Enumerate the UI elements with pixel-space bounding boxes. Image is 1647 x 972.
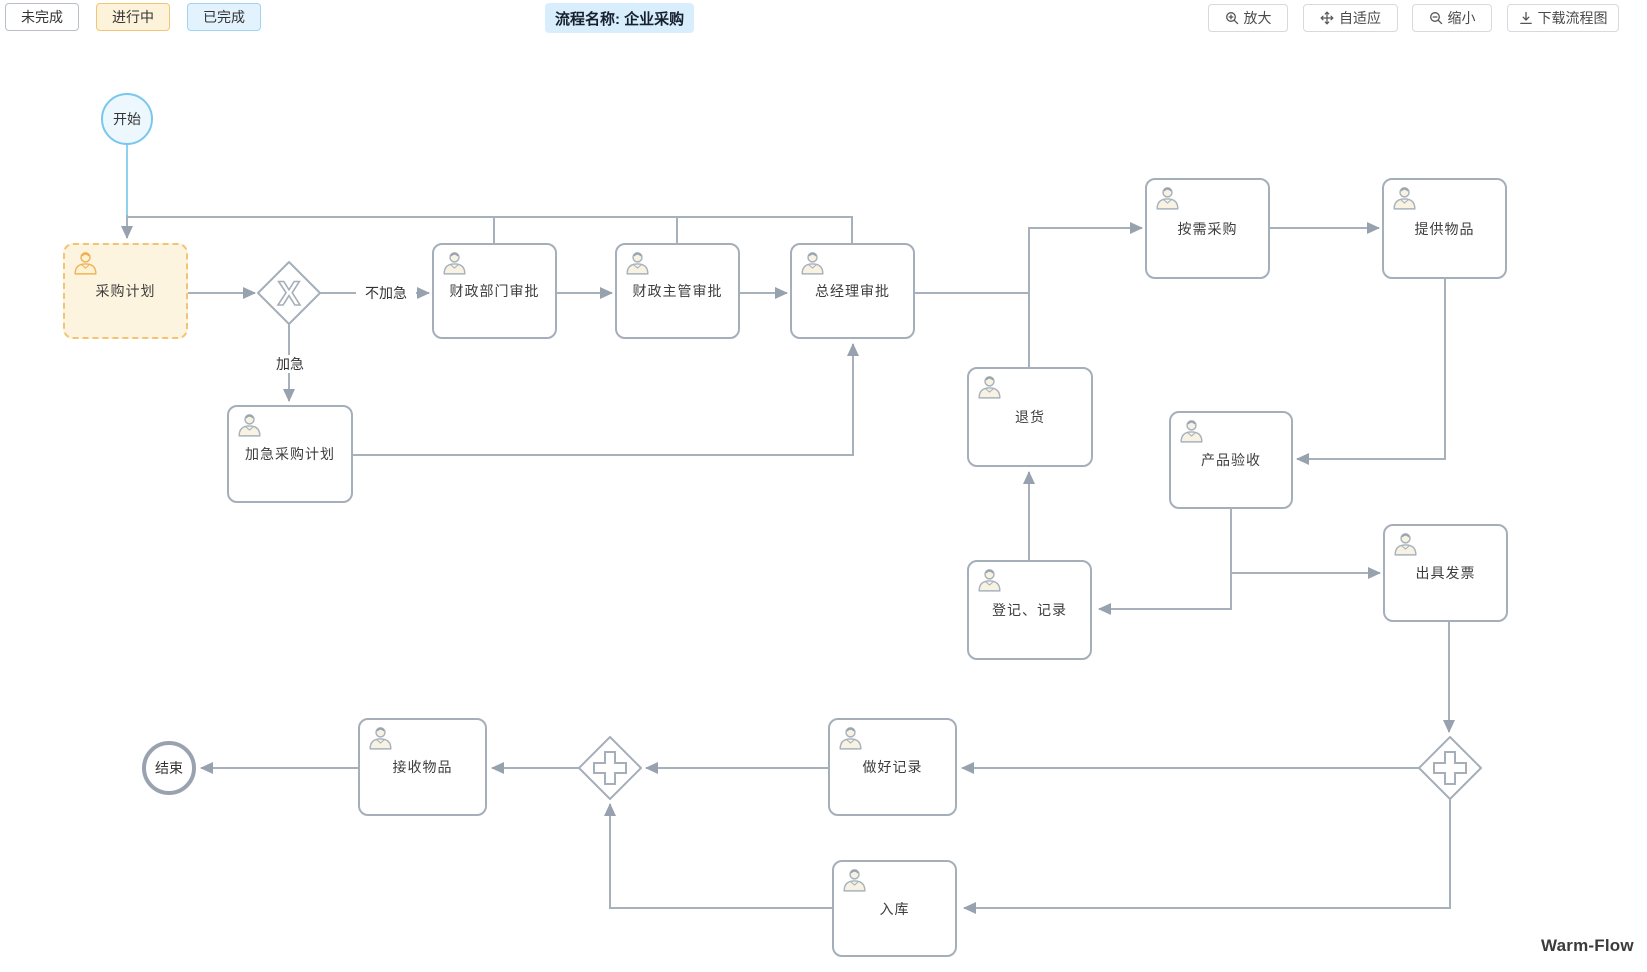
user-icon — [1391, 185, 1418, 212]
edge-urgent-plan-to-gm — [353, 343, 859, 456]
node-finance-director-approval[interactable]: 财政主管审批 — [615, 243, 740, 339]
legend-done-button[interactable]: 已完成 — [187, 3, 261, 31]
node-warehousing[interactable]: 入库 — [832, 860, 957, 957]
node-issue-invoice[interactable]: 出具发票 — [1383, 524, 1508, 622]
user-icon — [236, 412, 263, 439]
node-gm-approval[interactable]: 总经理审批 — [790, 243, 915, 339]
download-flowchart-label: 下载流程图 — [1537, 10, 1608, 26]
node-urgent-procurement-plan-label: 加急采购计划 — [245, 446, 335, 462]
node-return-goods-label: 退货 — [1015, 409, 1045, 425]
node-finance-dept-approval[interactable]: 财政部门审批 — [432, 243, 557, 339]
fit-view-label: 自适应 — [1339, 10, 1381, 26]
fit-view-button[interactable]: 自适应 — [1303, 4, 1398, 32]
legend-pending-label: 未完成 — [21, 9, 63, 25]
edge-provide-goods-to-acceptance — [1296, 279, 1446, 465]
user-icon — [1392, 531, 1419, 558]
user-icon — [976, 567, 1003, 594]
start-event[interactable]: 开始 — [101, 93, 153, 145]
edge-acceptance-to-invoice — [1230, 509, 1381, 579]
node-return-goods[interactable]: 退货 — [967, 367, 1093, 467]
edge-label-not-urgent: 不加急 — [356, 284, 416, 302]
download-icon — [1519, 11, 1532, 25]
zoom-out-label: 缩小 — [1447, 10, 1476, 26]
flow-title: 流程名称: 企业采购 — [545, 3, 695, 33]
edge-parallel-right-to-warehousing — [963, 799, 1451, 914]
node-issue-invoice-label: 出具发票 — [1415, 565, 1476, 581]
download-flowchart-button[interactable]: 下载流程图 — [1507, 4, 1619, 32]
user-icon — [1178, 418, 1205, 445]
legend-in-progress-label: 进行中 — [112, 9, 154, 25]
node-register-record[interactable]: 登记、记录 — [967, 560, 1092, 660]
node-purchase-on-demand-label: 按需采购 — [1177, 220, 1238, 237]
node-urgent-procurement-plan[interactable]: 加急采购计划 — [227, 405, 353, 503]
gateway-parallel-left[interactable] — [578, 736, 642, 800]
flow-title-text: 流程名称: 企业采购 — [555, 10, 685, 28]
edge-acceptance-to-register — [1098, 509, 1232, 615]
gateway-parallel-right-symbol — [1433, 751, 1467, 785]
node-purchase-on-demand[interactable]: 按需采购 — [1145, 178, 1270, 279]
end-event[interactable]: 结束 — [142, 741, 196, 795]
node-gm-approval-label: 总经理审批 — [815, 283, 890, 299]
start-event-label: 开始 — [113, 111, 141, 127]
end-event-label: 结束 — [155, 760, 183, 776]
node-warehousing-label: 入库 — [879, 900, 910, 917]
node-receive-goods[interactable]: 接收物品 — [358, 718, 487, 816]
edge-warehousing-to-parallel-left — [604, 803, 832, 909]
zoom-in-label: 放大 — [1243, 10, 1272, 26]
legend-done-label: 已完成 — [203, 9, 245, 25]
user-icon — [976, 374, 1003, 401]
gateway-parallel-left-symbol — [593, 751, 627, 785]
gateway-exclusive-symbol: X — [278, 275, 301, 313]
legend-pending-button[interactable]: 未完成 — [5, 3, 79, 31]
zoom-in-icon — [1225, 12, 1238, 25]
edge-reject-rail — [127, 216, 853, 243]
zoom-out-button[interactable]: 缩小 — [1412, 4, 1492, 32]
legend-in-progress-button[interactable]: 进行中 — [96, 3, 170, 31]
user-icon — [367, 725, 394, 752]
zoom-out-icon — [1429, 12, 1442, 25]
user-icon — [441, 250, 468, 277]
node-make-record-label: 做好记录 — [862, 759, 923, 775]
user-icon — [799, 250, 826, 277]
user-icon — [72, 250, 99, 277]
node-register-record-label: 登记、记录 — [992, 602, 1067, 618]
node-make-record[interactable]: 做好记录 — [828, 718, 957, 816]
node-provide-goods[interactable]: 提供物品 — [1382, 178, 1507, 279]
node-product-acceptance-label: 产品验收 — [1201, 452, 1261, 468]
node-finance-director-approval-label: 财政主管审批 — [632, 283, 723, 299]
user-icon — [624, 250, 651, 277]
user-icon — [841, 867, 868, 894]
node-product-acceptance[interactable]: 产品验收 — [1169, 411, 1293, 509]
node-procurement-plan-label: 采购计划 — [95, 283, 156, 299]
gateway-exclusive[interactable]: X — [257, 261, 321, 325]
gateway-parallel-right[interactable] — [1418, 736, 1482, 800]
warm-flow-watermark: Warm-Flow — [1541, 936, 1634, 955]
fit-view-icon — [1320, 11, 1334, 25]
node-receive-goods-label: 接收物品 — [392, 759, 453, 775]
node-finance-dept-approval-label: 财政部门审批 — [449, 283, 540, 299]
user-icon — [837, 725, 864, 752]
edge-label-urgent: 加急 — [274, 355, 306, 373]
node-provide-goods-label: 提供物品 — [1414, 220, 1475, 237]
node-procurement-plan[interactable]: 采购计划 — [63, 243, 188, 339]
zoom-in-button[interactable]: 放大 — [1208, 4, 1288, 32]
user-icon — [1154, 185, 1181, 212]
